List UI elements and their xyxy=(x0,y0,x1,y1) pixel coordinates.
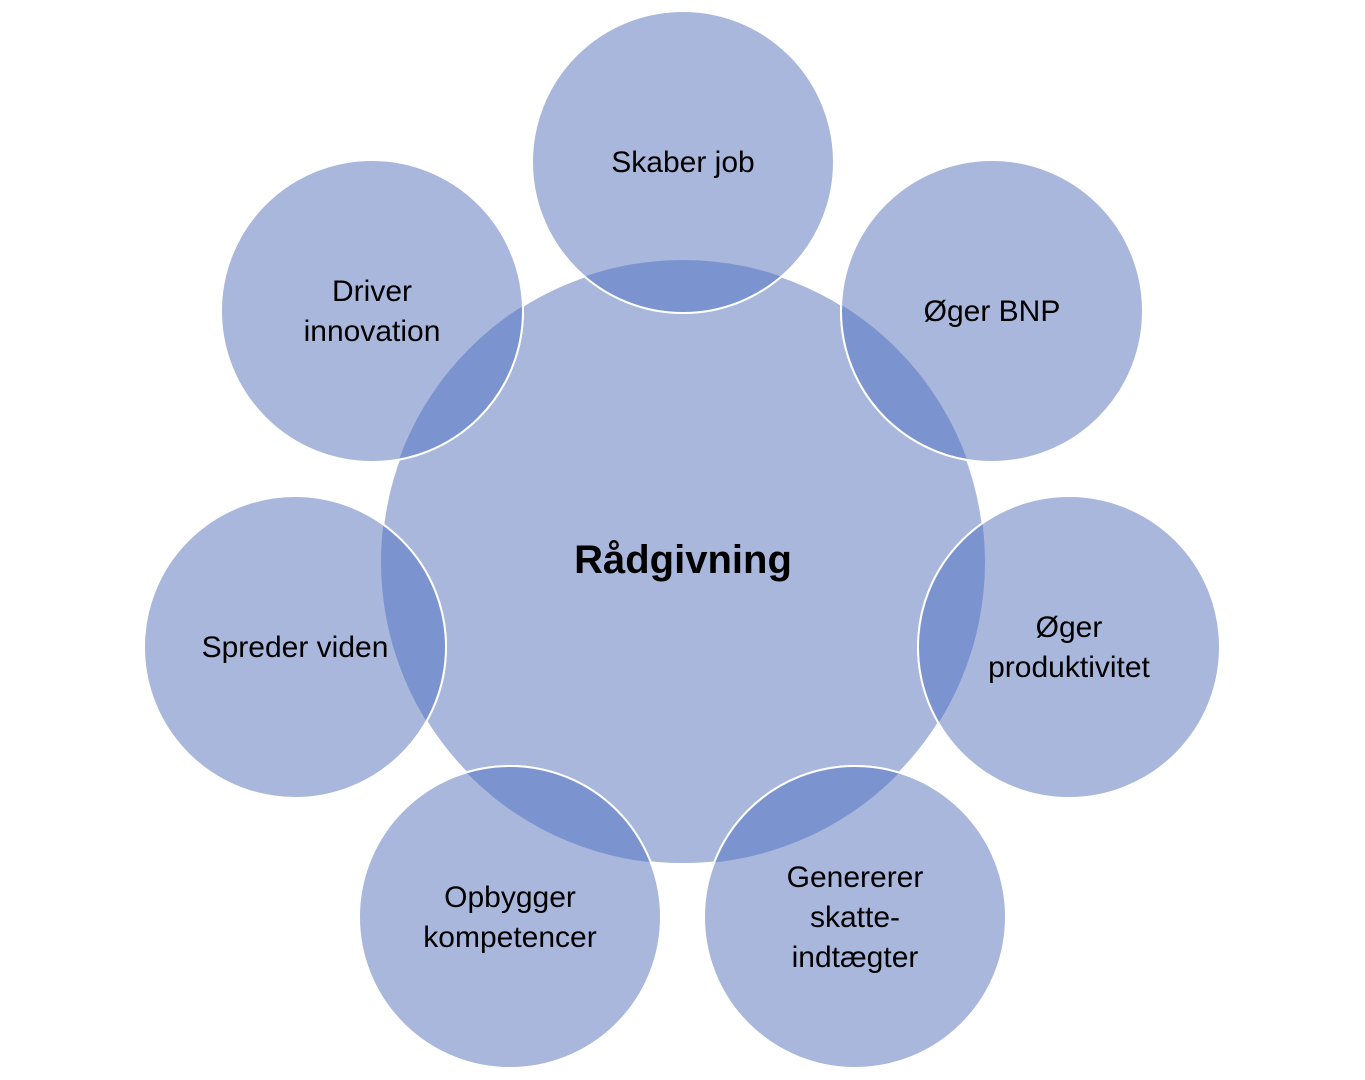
node-label-oeger-bnp: Øger BNP xyxy=(924,295,1061,328)
node-label-line: kompetencer xyxy=(423,921,596,954)
overlap-spreder-viden xyxy=(381,495,447,799)
node-label-line: innovation xyxy=(304,315,441,348)
overlap-oeger-bnp xyxy=(840,260,985,463)
node-label-genererer-skatteindtaegter: Genererer skatte-indtægter xyxy=(787,861,924,974)
node-label-line: Driver xyxy=(332,275,412,308)
node-label-skaber-job: Skaber job xyxy=(611,146,754,179)
node-label-line: Spreder viden xyxy=(202,631,389,664)
node-label-line: Genererer xyxy=(787,861,924,894)
overlap-skaber-job xyxy=(531,260,835,314)
node-label-spreder-viden: Spreder viden xyxy=(202,631,389,664)
node-label-oeger-produktivitet: Øger produktivitet xyxy=(988,611,1150,684)
node-label-line: Skaber job xyxy=(611,146,754,179)
overlap-oeger-produktivitet xyxy=(917,495,985,799)
node-label-opbygger-kompetencer: Opbygger kompetencer xyxy=(423,881,596,954)
node-label-line: Øger BNP xyxy=(924,295,1061,328)
node-label-line: skatte- xyxy=(810,901,900,934)
node-label-line: indtægter xyxy=(792,941,919,974)
overlap-driver-innovation xyxy=(381,260,524,463)
node-label-line: Opbygger xyxy=(444,881,576,914)
node-label-line: produktivitet xyxy=(988,651,1150,684)
center-label: Rådgivning xyxy=(574,538,792,582)
node-label-driver-innovation: Driver innovation xyxy=(304,275,441,348)
node-label-line: Øger xyxy=(1036,611,1103,644)
